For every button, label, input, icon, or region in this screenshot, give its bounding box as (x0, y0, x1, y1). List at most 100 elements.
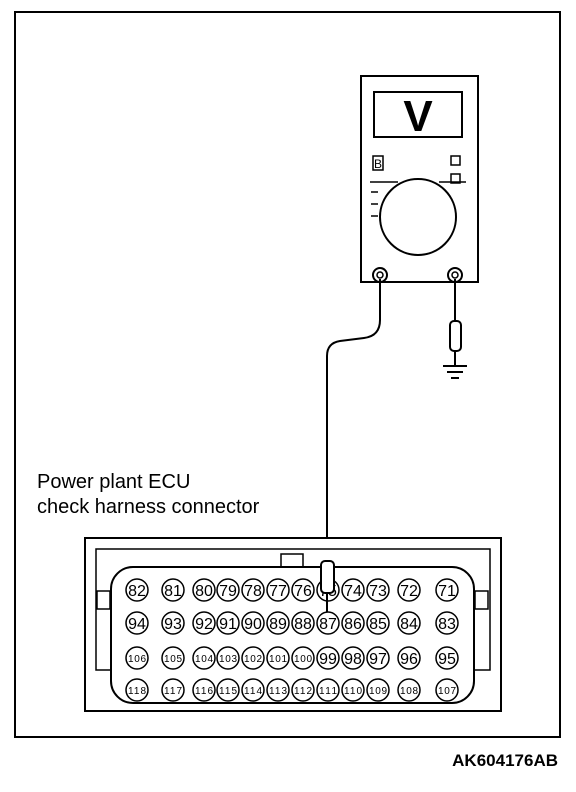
pin-95 (435, 646, 459, 670)
pin-label-95: 95 (438, 651, 456, 668)
range-indicator: B (374, 157, 382, 171)
pin-label-87: 87 (319, 616, 337, 633)
pin-106 (125, 646, 149, 670)
pin-label-84: 84 (400, 616, 418, 633)
pin-label-78: 78 (244, 583, 262, 600)
pin-label-77: 77 (269, 583, 287, 600)
connector-latch-left (96, 590, 111, 610)
pin-label-106: 106 (128, 654, 146, 665)
pin-109 (366, 678, 390, 702)
pin-84 (397, 611, 421, 635)
pin-label-85: 85 (369, 616, 387, 633)
pin-101 (266, 646, 290, 670)
pin-label-73: 73 (369, 583, 387, 600)
pin-102 (241, 646, 265, 670)
pin-107 (435, 678, 459, 702)
pin-72 (397, 578, 421, 602)
pin-label-99: 99 (319, 651, 337, 668)
pin-98 (341, 646, 365, 670)
pin-label-86: 86 (344, 616, 362, 633)
pin-92 (192, 611, 216, 635)
pin-label-82: 82 (128, 583, 146, 600)
pin-81 (161, 578, 185, 602)
pin-74 (341, 578, 365, 602)
pin-label-81: 81 (164, 583, 182, 600)
pin-111 (316, 678, 340, 702)
pin-82 (125, 578, 149, 602)
pin-80 (192, 578, 216, 602)
pin-73 (366, 578, 390, 602)
pin-105 (161, 646, 185, 670)
pin-label-74: 74 (344, 583, 362, 600)
pin-89 (266, 611, 290, 635)
pin-label-71: 71 (438, 583, 456, 600)
connector-key (280, 553, 304, 569)
caption-line-1: Power plant ECU (37, 471, 190, 493)
pin-93 (161, 611, 185, 635)
pin-90 (241, 611, 265, 635)
pin-label-90: 90 (244, 616, 262, 633)
test-probe (320, 560, 335, 612)
pin-117 (161, 678, 185, 702)
pin-76 (291, 578, 315, 602)
pin-label-117: 117 (164, 686, 182, 697)
pin-label-118: 118 (128, 686, 146, 697)
pin-110 (341, 678, 365, 702)
pin-label-116: 116 (195, 686, 213, 697)
pin-label-80: 80 (195, 583, 213, 600)
pin-100 (291, 646, 315, 670)
pin-86 (341, 611, 365, 635)
pin-104 (192, 646, 216, 670)
figure-code: AK604176AB (452, 751, 558, 770)
pin-label-93: 93 (164, 616, 182, 633)
pin-label-104: 104 (195, 654, 213, 665)
pin-112 (291, 678, 315, 702)
pin-113 (266, 678, 290, 702)
pin-97 (366, 646, 390, 670)
pin-label-94: 94 (128, 616, 146, 633)
test-lead-positive (326, 279, 381, 580)
pin-label-102: 102 (244, 654, 262, 665)
jack-v-inner (451, 271, 459, 279)
pin-label-109: 109 (369, 686, 387, 697)
pin-label-107: 107 (438, 686, 456, 697)
pin-79 (216, 578, 240, 602)
selector-dial (379, 178, 457, 256)
pin-83 (435, 611, 459, 635)
pin-94 (125, 611, 149, 635)
pin-85 (366, 611, 390, 635)
pin-label-89: 89 (269, 616, 287, 633)
function-button-bottom (450, 173, 461, 184)
range-indicator-box (372, 155, 384, 171)
pin-label-88: 88 (294, 616, 312, 633)
pin-label-91: 91 (219, 616, 237, 633)
pin-96 (397, 646, 421, 670)
pin-78 (241, 578, 265, 602)
pin-116 (192, 678, 216, 702)
pin-label-100: 100 (294, 654, 312, 665)
figure-frame (14, 11, 561, 738)
pin-71 (435, 578, 459, 602)
pin-label-112: 112 (294, 686, 312, 697)
pin-115 (216, 678, 240, 702)
pin-label-76: 76 (294, 583, 312, 600)
pin-label-105: 105 (164, 654, 182, 665)
pin-99 (316, 646, 340, 670)
pin-label-98: 98 (344, 651, 362, 668)
ground-probe (449, 320, 462, 352)
pin-label-92: 92 (195, 616, 213, 633)
pin-label-113: 113 (269, 686, 287, 697)
pin-label-96: 96 (400, 651, 418, 668)
pin-77 (266, 578, 290, 602)
pin-label-110: 110 (344, 686, 362, 697)
pin-label-97: 97 (369, 651, 387, 668)
pin-label-72: 72 (400, 583, 418, 600)
function-button-top (450, 155, 461, 166)
jack-com-inner (376, 271, 384, 279)
pin-103 (216, 646, 240, 670)
pin-label-79: 79 (219, 583, 237, 600)
pin-label-83: 83 (438, 616, 456, 633)
caption-line-2: check harness connector (37, 496, 260, 518)
pin-label-111: 111 (319, 686, 337, 697)
